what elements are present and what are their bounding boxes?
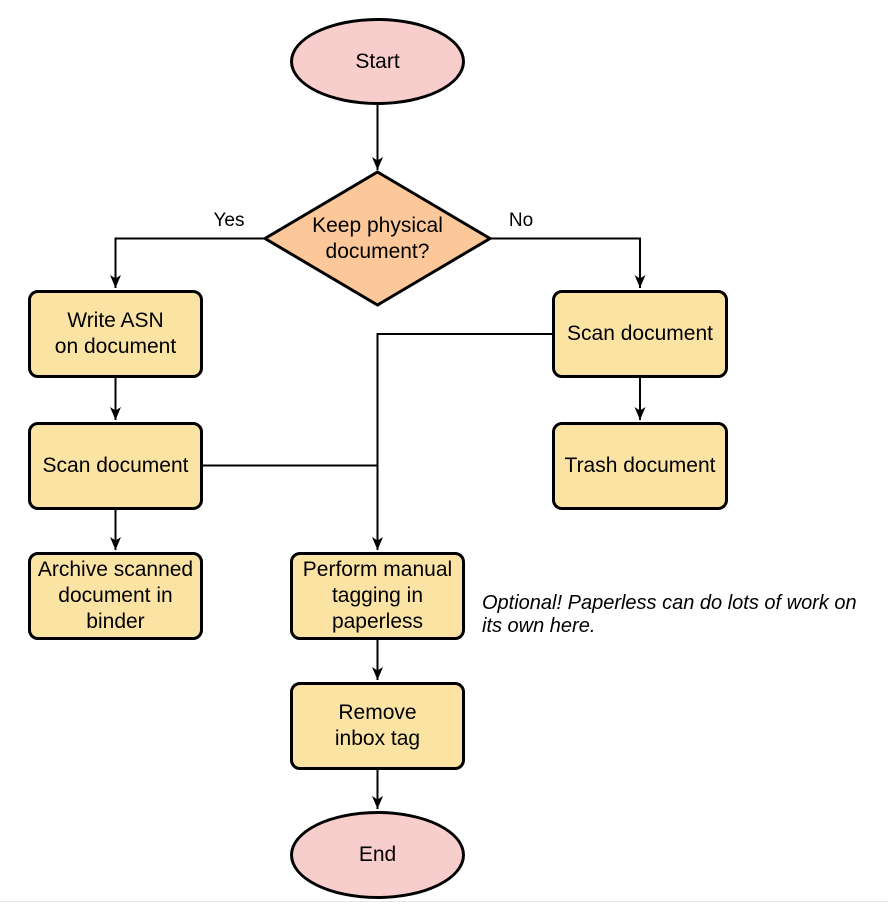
node-remove-inbox-tag: Remove inbox tag [290, 682, 465, 770]
node-decision-shape [262, 170, 493, 307]
node-manual-tagging-label: Perform manual tagging in paperless [302, 558, 453, 633]
node-trash-document-label: Trash document [564, 454, 716, 477]
node-archive-binder-label: Archive scanned document in binder [37, 558, 194, 633]
node-start-label: Start [355, 49, 400, 73]
edge-decision-no-to-scan-right [490, 237, 646, 288]
edge-decision-yes-to-write-asn [110, 237, 265, 288]
node-write-asn-label: Write ASN on document [54, 309, 177, 358]
node-end: End [290, 811, 465, 899]
node-archive-binder: Archive scanned document in binder [28, 552, 203, 640]
node-scan-document-right: Scan document [552, 290, 728, 378]
node-decision-label: Keep physical document? [312, 214, 443, 263]
node-start: Start [290, 18, 465, 105]
node-write-asn: Write ASN on document [28, 290, 203, 378]
node-scan-document-left-label: Scan document [42, 454, 189, 477]
node-trash-document: Trash document [552, 422, 728, 510]
node-scan-document-left: Scan document [28, 422, 203, 510]
edge-scan-right-to-tagging [372, 333, 552, 550]
node-remove-inbox-tag-label: Remove inbox tag [334, 701, 421, 750]
annotation-note: Optional! Paperless can do lots of work … [482, 592, 857, 637]
node-manual-tagging: Perform manual tagging in paperless [290, 552, 465, 640]
node-decision-label-box: Keep physical document? [290, 208, 465, 270]
edge-label-yes: Yes [205, 209, 253, 233]
node-scan-document-right-label: Scan document [567, 322, 713, 345]
bottom-divider [0, 901, 888, 902]
edge-label-no: No [499, 209, 543, 233]
node-end-label: End [358, 843, 397, 866]
